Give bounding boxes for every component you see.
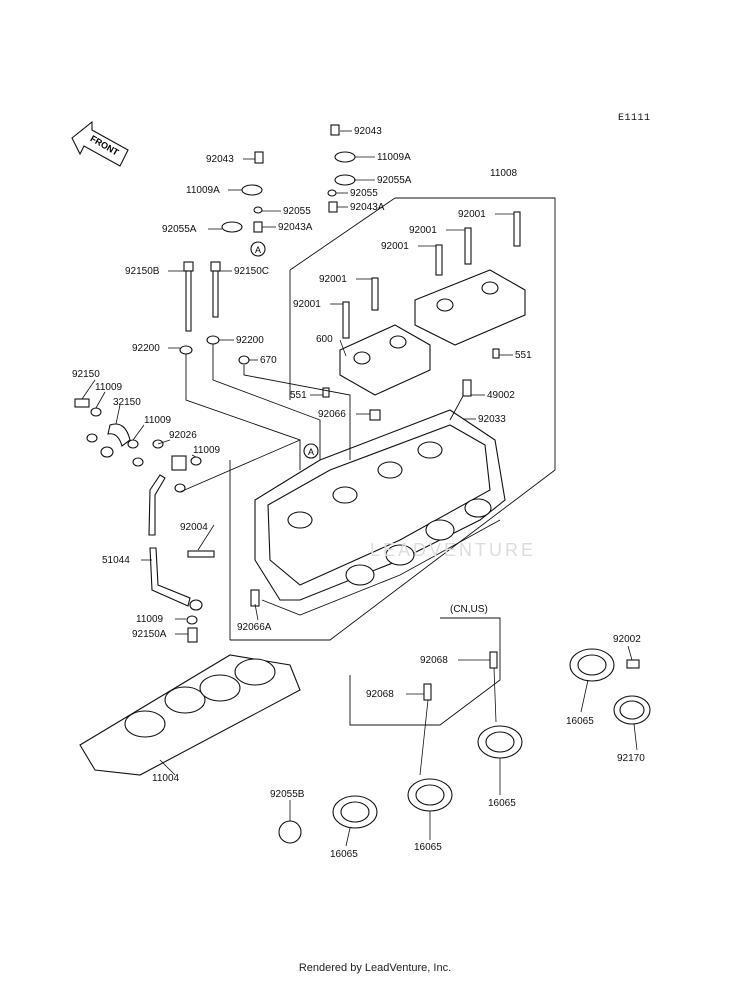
washer-stack-top — [327, 124, 356, 213]
o-ring-92055B — [278, 820, 302, 844]
carb-holder-icons — [332, 648, 651, 829]
label-600: 600 — [316, 334, 333, 345]
label-11009A-top: 11009A — [377, 152, 411, 163]
label-51044: 51044 — [102, 555, 130, 566]
label-92004: 92004 — [180, 522, 208, 533]
label-92033: 92033 — [478, 414, 506, 425]
label-92068-a: 92068 — [420, 655, 448, 666]
label-92200-b: 92200 — [236, 335, 264, 346]
part-number-labels: 92043 11009A 92055A 92055 92043A 92043 1… — [72, 126, 645, 860]
label-16065-a: 16065 — [566, 716, 594, 727]
oil-pipe-assembly — [74, 398, 203, 643]
label-92066A: 92066A — [237, 622, 272, 633]
label-551-a: 551 — [515, 350, 532, 361]
bolt-92150-icons — [179, 261, 250, 365]
cylinder-head — [254, 409, 506, 616]
region-note: (CN,US) — [450, 604, 488, 615]
camshaft-holder-rear — [414, 269, 526, 346]
label-92055-top: 92055 — [350, 188, 378, 199]
label-670: 670 — [260, 355, 277, 366]
label-92200-a: 92200 — [132, 343, 160, 354]
label-16065-c: 16065 — [414, 842, 442, 853]
label-92043-top: 92043 — [354, 126, 382, 137]
marker-a-top: A — [255, 245, 261, 255]
label-92150: 92150 — [72, 369, 100, 380]
camshaft-holder-front — [339, 324, 431, 396]
guide-lines — [179, 344, 464, 493]
label-11009-a: 11009 — [95, 382, 123, 393]
footer-credit: Rendered by LeadVenture, Inc. — [298, 962, 452, 974]
label-92043-left: 92043 — [206, 154, 234, 165]
label-92066: 92066 — [318, 409, 346, 420]
label-92043A-left: 92043A — [278, 222, 313, 233]
label-92055-left: 92055 — [283, 206, 311, 217]
label-92043A-top: 92043A — [350, 202, 385, 213]
label-92150C: 92150C — [234, 266, 269, 277]
label-92026: 92026 — [169, 430, 197, 441]
label-11004: 11004 — [152, 773, 180, 784]
label-32150: 32150 — [113, 397, 141, 408]
label-92001-c: 92001 — [381, 241, 409, 252]
label-92001-a: 92001 — [458, 209, 486, 220]
label-49002: 49002 — [487, 390, 515, 401]
label-11008: 11008 — [490, 168, 518, 179]
label-11009-c: 11009 — [193, 445, 221, 456]
label-92150A: 92150A — [132, 629, 167, 640]
label-16065-d: 16065 — [330, 849, 358, 860]
label-92002: 92002 — [613, 634, 641, 645]
stud-icons: A — [187, 348, 500, 607]
marker-a-head: A — [308, 447, 314, 457]
label-92001-d: 92001 — [319, 274, 347, 285]
label-11009-d: 11009 — [136, 614, 164, 625]
watermark: LEADVENTURE — [370, 540, 536, 560]
cylinder-head-frame — [229, 197, 556, 641]
label-92170: 92170 — [617, 753, 645, 764]
cylinder-head-gasket — [79, 654, 301, 776]
washer-stack-left: A — [221, 151, 266, 257]
label-92068-b: 92068 — [366, 689, 394, 700]
diagram-ref-code: E1111 — [618, 113, 651, 124]
cn-us-bracket: (CN,US) — [349, 604, 501, 726]
label-11009-b: 11009 — [144, 415, 172, 426]
label-92055A-left: 92055A — [162, 224, 197, 235]
label-92001-b: 92001 — [409, 225, 437, 236]
label-551-b: 551 — [290, 390, 307, 401]
label-11009A-left: 11009A — [186, 185, 220, 196]
label-16065-b: 16065 — [488, 798, 516, 809]
bolt-92001-icons — [342, 211, 521, 339]
label-92055B: 92055B — [270, 789, 305, 800]
front-arrow-icon: FRONT — [71, 120, 129, 167]
label-92001-e: 92001 — [293, 299, 321, 310]
label-92150B: 92150B — [125, 266, 160, 277]
leader-lines — [81, 130, 638, 847]
label-92055A-top: 92055A — [377, 175, 412, 186]
